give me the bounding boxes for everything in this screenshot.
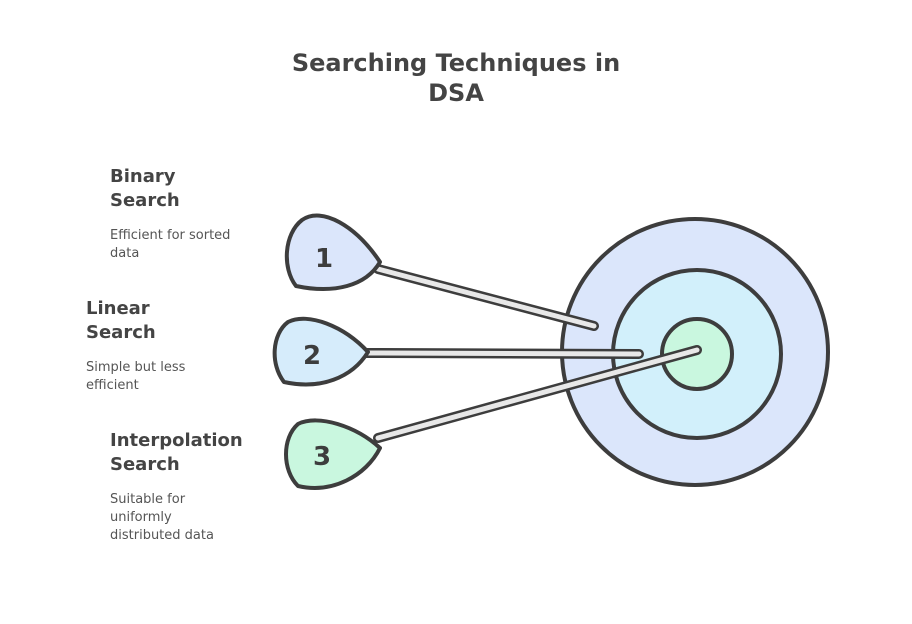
pin-3-shape	[284, 418, 382, 490]
arrow-shaft-2-fill	[363, 350, 642, 357]
technique-linear-search: Linear Search Simple but less efficient	[86, 297, 185, 395]
technique-interpolation-search: Interpolation Search Suitable for unifor…	[110, 429, 243, 545]
technique-description: Suitable for uniformly distributed data	[110, 492, 214, 543]
pin-1: 1	[284, 213, 382, 291]
technique-title: Interpolation Search	[110, 430, 243, 475]
technique-title: Binary Search	[110, 166, 180, 211]
pin-3-number: 3	[313, 442, 331, 472]
technique-binary-search: Binary Search Efficient for sorted data	[110, 165, 230, 263]
arrow-shafts	[361, 264, 702, 443]
page-title: Searching Techniques in DSA	[291, 49, 621, 107]
technique-description: Efficient for sorted data	[110, 228, 231, 261]
technique-description: Simple but less efficient	[86, 360, 186, 393]
pin-3: 3	[284, 418, 382, 490]
pin-2-number: 2	[303, 341, 321, 371]
arrow-shaft-1-fill	[375, 266, 597, 329]
arrow-shaft-3-fill	[375, 347, 700, 441]
pin-2: 2	[272, 316, 370, 387]
technique-title: Linear Search	[86, 298, 156, 343]
pin-1-number: 1	[315, 244, 333, 274]
pin-2-shape	[272, 316, 370, 387]
pin-1-shape	[284, 213, 382, 291]
